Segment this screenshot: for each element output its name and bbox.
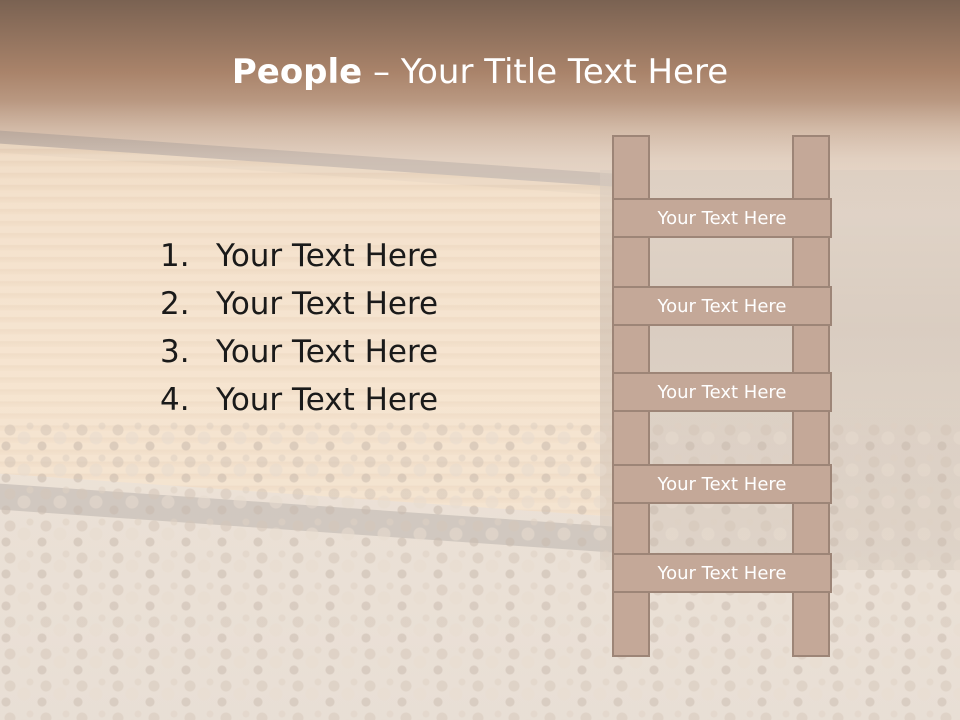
list-number: 4. bbox=[160, 382, 190, 418]
slide-title: People – Your Title Text Here bbox=[0, 52, 960, 92]
list-number: 2. bbox=[160, 286, 190, 322]
list-item: 2. Your Text Here bbox=[160, 280, 438, 328]
title-separator: – bbox=[362, 52, 401, 92]
list-number: 1. bbox=[160, 238, 190, 274]
ladder-rung: Your Text Here bbox=[612, 286, 832, 326]
title-text: Your Title Text Here bbox=[400, 52, 729, 92]
list-number: 3. bbox=[160, 334, 190, 370]
ladder-rung: Your Text Here bbox=[612, 553, 832, 593]
list-text: Your Text Here bbox=[216, 334, 439, 370]
ladder-rung: Your Text Here bbox=[612, 464, 832, 504]
ladder-rung: Your Text Here bbox=[612, 372, 832, 412]
list-text: Your Text Here bbox=[216, 286, 439, 322]
ladder-rung: Your Text Here bbox=[612, 198, 832, 238]
list-item: 4. Your Text Here bbox=[160, 376, 438, 424]
list-item: 1. Your Text Here bbox=[160, 232, 438, 280]
title-bold: People bbox=[231, 52, 363, 92]
numbered-list: 1. Your Text Here 2. Your Text Here 3. Your… bbox=[160, 232, 438, 424]
list-text: Your Text Here bbox=[216, 382, 439, 418]
list-text: Your Text Here bbox=[216, 238, 439, 274]
list-item: 3. Your Text Here bbox=[160, 328, 438, 376]
